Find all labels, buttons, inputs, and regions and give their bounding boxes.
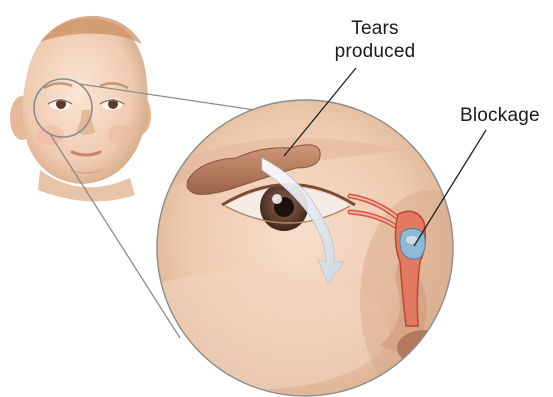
tears-label-line2: produced xyxy=(300,40,450,63)
baby-face-icon xyxy=(10,16,151,202)
magnified-eye-inset xyxy=(110,100,500,397)
blockage-label: Blockage xyxy=(460,104,540,127)
tears-produced-label: Tears produced xyxy=(300,17,450,63)
tears-label-line1: Tears xyxy=(300,17,450,40)
